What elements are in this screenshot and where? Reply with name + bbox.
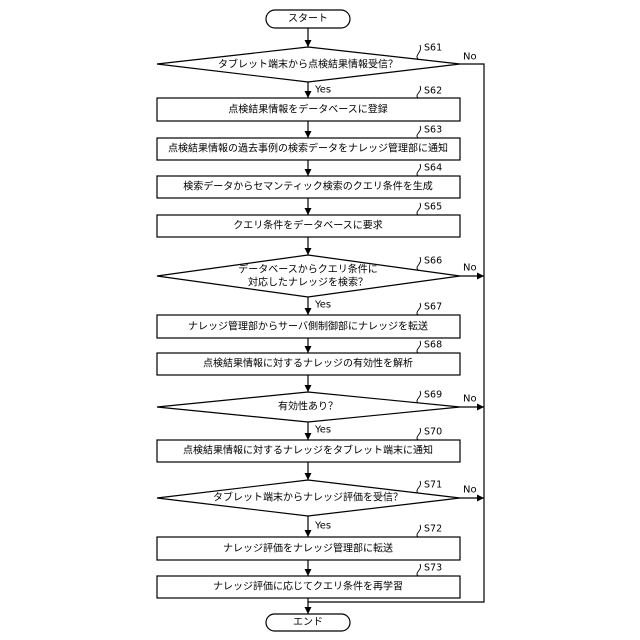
branch-yes-s71: Yes <box>314 521 331 532</box>
step-id-s69: S69 <box>424 390 442 401</box>
step-id-leader-s66 <box>417 257 421 270</box>
step-id-s65: S65 <box>424 202 442 213</box>
branch-no-s61: No <box>463 52 477 63</box>
step-id-s68: S68 <box>424 340 442 351</box>
decision-s66: データベースからクエリ条件に 対応したナレッジを検索？ S66 No <box>157 255 477 297</box>
step-id-leader-s61 <box>417 45 421 59</box>
step-id-leader-s67 <box>417 303 421 315</box>
process-s67-text: ナレッジ管理部からサーバ側制御部にナレッジを転送 <box>188 320 428 333</box>
start-terminal: スタート <box>266 10 350 28</box>
branch-no-s71: No <box>463 485 477 496</box>
end-terminal: エンド <box>266 614 350 631</box>
branch-yes-s69: Yes <box>314 425 331 436</box>
decision-s66-text-line2: 対応したナレッジを検索？ <box>248 276 368 289</box>
step-id-leader-s71 <box>417 481 421 493</box>
step-id-leader-s69 <box>417 391 421 403</box>
step-id-s71: S71 <box>424 480 442 491</box>
start-label: スタート <box>288 13 328 25</box>
process-s72-text: ナレッジ評価をナレッジ管理部に転送 <box>223 542 393 555</box>
decision-s69: 有効性あり？ S69 No <box>157 390 477 423</box>
step-id-s73: S73 <box>424 563 442 574</box>
step-id-leader-s65 <box>417 203 421 215</box>
decision-s66-shape <box>157 255 460 297</box>
branch-yes-s66: Yes <box>314 300 331 311</box>
decision-s71-text: タブレット端末からナレッジ評価を受信？ <box>213 491 403 504</box>
step-id-leader-s68 <box>417 341 421 353</box>
step-id-leader-s64 <box>417 164 421 176</box>
process-s73-text: ナレッジ評価に応じてクエリ条件を再学習 <box>213 580 403 593</box>
end-label: エンド <box>293 617 323 628</box>
step-id-s61: S61 <box>424 43 442 54</box>
step-id-leader-s73 <box>417 564 421 576</box>
step-id-s70: S70 <box>424 427 442 438</box>
process-s68-text: 点検結果情報に対するナレッジの有効性を解析 <box>203 357 413 370</box>
branch-no-s66: No <box>463 263 477 274</box>
process-s63-text: 点検結果情報の過去事例の検索データをナレッジ管理部に通知 <box>168 142 448 155</box>
decision-s66-text-line1: データベースからクエリ条件に <box>238 263 378 276</box>
branch-yes-s61: Yes <box>314 85 331 96</box>
step-id-leader-s63 <box>417 126 421 138</box>
process-s62-text: 点検結果情報をデータベースに登録 <box>228 103 388 116</box>
step-id-leader-s62 <box>417 86 421 98</box>
decision-s61-text: タブレット端末から点検結果情報受信？ <box>218 58 398 71</box>
process-s65-text: クエリ条件をデータベースに要求 <box>233 219 383 232</box>
decision-s69-text: 有効性あり？ <box>278 400 338 413</box>
step-id-s63: S63 <box>424 125 442 136</box>
branch-no-s69: No <box>463 394 477 405</box>
process-s64-text: 検索データからセマンティック検索のクエリ条件を生成 <box>183 180 432 193</box>
step-id-s67: S67 <box>424 302 442 313</box>
step-id-s64: S64 <box>424 163 442 174</box>
step-id-s66: S66 <box>424 256 442 267</box>
step-id-s62: S62 <box>424 86 442 97</box>
process-s70-text: 点検結果情報に対するナレッジをタブレット端末に通知 <box>183 444 433 457</box>
step-id-leader-s72 <box>417 525 421 537</box>
decision-s61: タブレット端末から点検結果情報受信？ S61 No <box>157 43 477 83</box>
step-id-s72: S72 <box>424 524 442 535</box>
step-id-leader-s70 <box>417 428 421 440</box>
decision-s71: タブレット端末からナレッジ評価を受信？ S71 No <box>157 480 477 517</box>
